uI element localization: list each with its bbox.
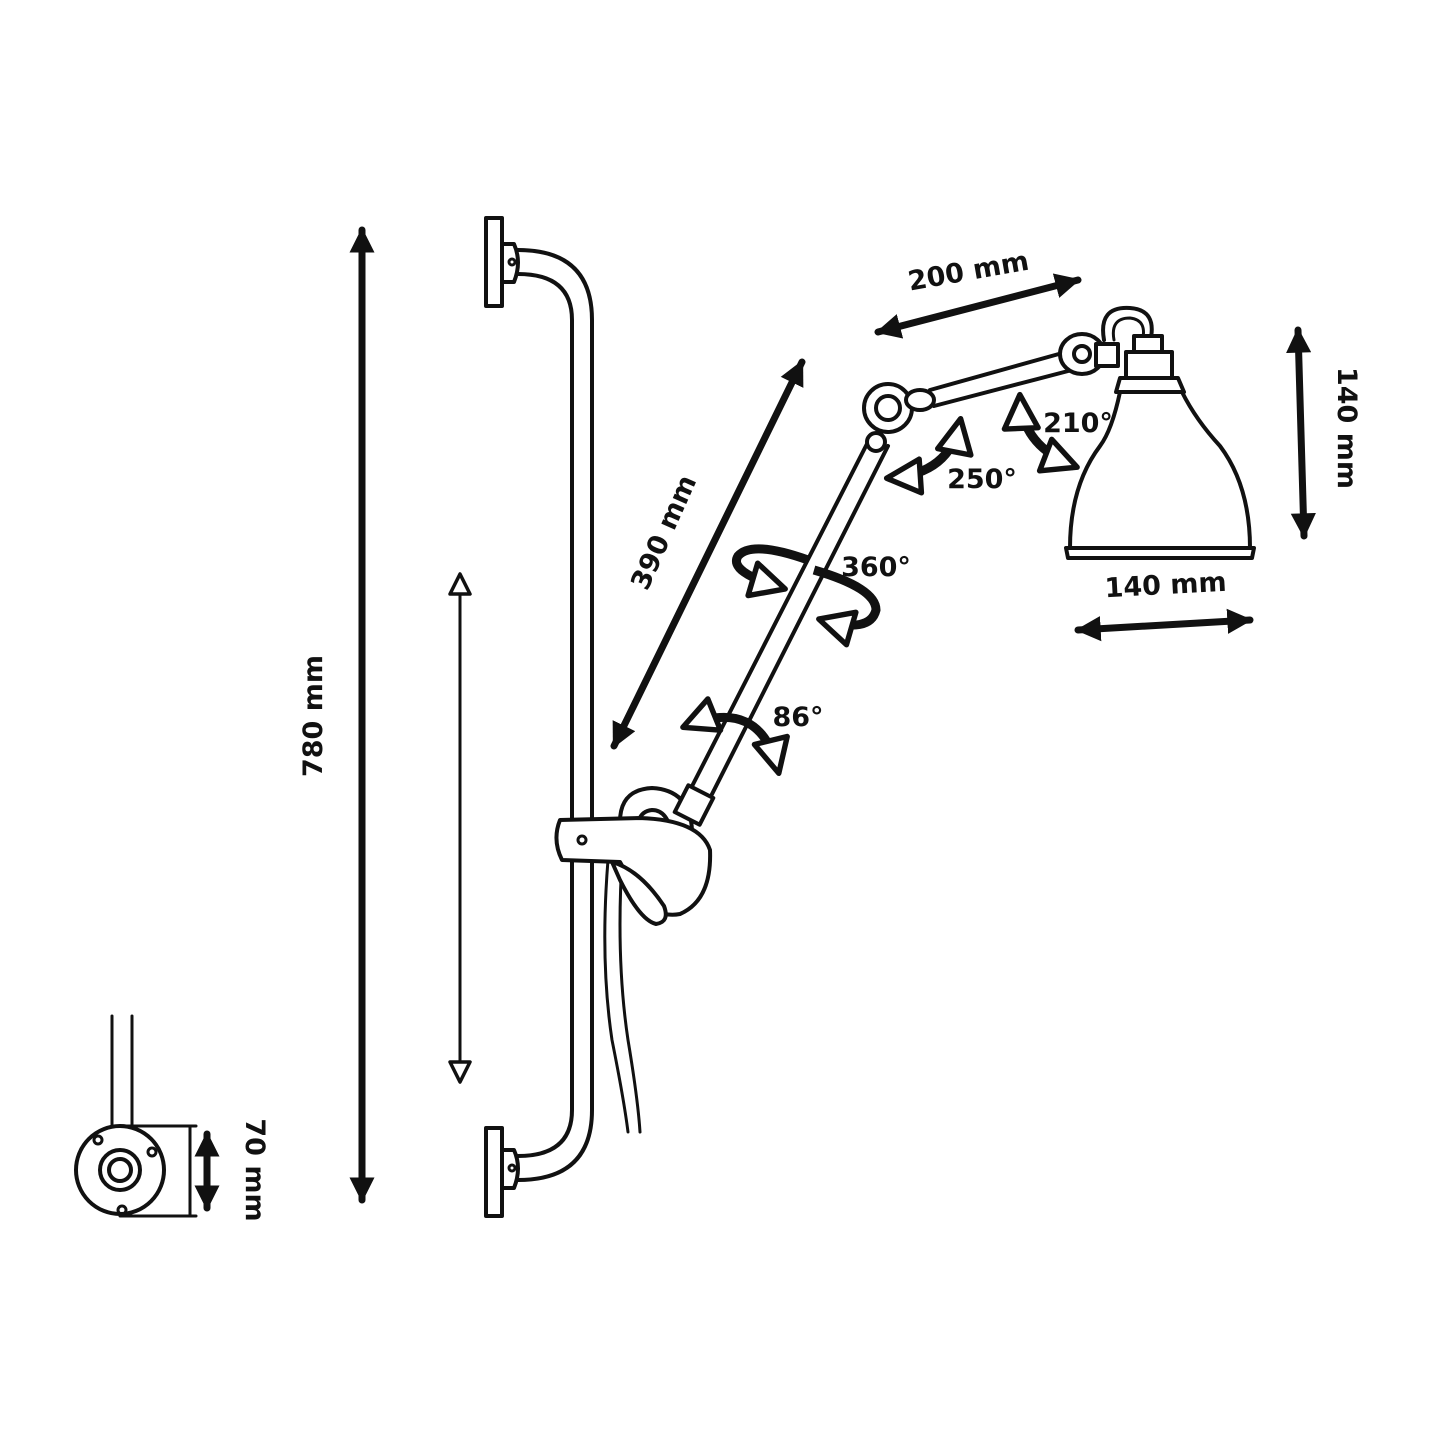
label-total-height: 780 mm — [298, 655, 329, 777]
label-main-arm: 390 mm — [625, 470, 703, 594]
head-joint-pin — [1072, 344, 1092, 364]
shade-hook — [1101, 305, 1154, 344]
shade-socket-rim — [1114, 376, 1186, 394]
slide-range-arrow-bottom — [448, 1060, 472, 1084]
lamp-shade-icon — [1064, 305, 1256, 560]
label-rot-elbow: 250° — [947, 464, 1017, 495]
elbow-upper-knob — [904, 388, 936, 412]
rotation-arrow-icon — [812, 565, 881, 648]
double-arrow-icon — [1074, 608, 1254, 642]
dimension-arrows — [194, 226, 1316, 1212]
plate-screw-3 — [116, 1204, 128, 1216]
label-shade-width: 140 mm — [1104, 567, 1227, 604]
power-cord — [603, 858, 642, 1134]
rotation-arrow-icon — [680, 696, 790, 776]
dimension-labels: 200 mm 140 mm 140 mm 390 mm 780 mm 70 mm… — [239, 246, 1362, 1222]
elbow-joint — [862, 382, 936, 453]
label-rot-shade: 210° — [1043, 408, 1113, 439]
upper-arm-edge-2 — [932, 368, 1074, 408]
plate-screw-1 — [92, 1134, 104, 1146]
head-joint — [1058, 332, 1120, 376]
clamp-lever — [610, 860, 668, 926]
upper-arm — [928, 350, 1074, 408]
label-rot-arm: 360° — [841, 552, 911, 583]
elbow-disc-inner — [874, 394, 902, 422]
arm-collar — [672, 783, 716, 827]
double-arrow-icon — [874, 273, 1082, 339]
wall-plate-icon — [74, 1014, 198, 1218]
bottom-mount-screw — [507, 1163, 517, 1173]
rotation-arrows — [680, 391, 1080, 776]
clamp-pin — [576, 834, 588, 846]
main-arm-edge-1 — [684, 436, 872, 800]
label-arm-length: 200 mm — [906, 246, 1032, 298]
label-base-height: 70 mm — [239, 1118, 270, 1221]
rail-tube-outer — [516, 248, 594, 1182]
rail-tube-inner — [516, 272, 574, 1158]
rail-clamp — [554, 786, 713, 926]
shade-rim — [1064, 546, 1256, 560]
plate-screw-2 — [146, 1146, 158, 1158]
top-mount-plate — [484, 216, 504, 308]
rotation-arrow-icon — [732, 544, 810, 599]
rotation-arrow-icon — [883, 415, 974, 496]
plate-boss-inner — [107, 1157, 133, 1183]
rotation-arrow-icon — [1001, 391, 1080, 474]
slide-range-arrow-top — [448, 572, 472, 596]
shade-socket — [1124, 350, 1174, 380]
elbow-lower-knob — [865, 431, 887, 453]
bottom-mount-plate — [484, 1126, 504, 1218]
double-arrow-icon — [610, 358, 806, 750]
head-joint-bracket — [1094, 342, 1120, 368]
shade-hook-inner — [1111, 316, 1145, 344]
wall-rail — [484, 216, 594, 1218]
upper-arm-edge-1 — [928, 350, 1068, 392]
label-rot-shoulder: 86° — [772, 702, 823, 733]
double-arrow-icon — [1286, 326, 1316, 540]
label-shade-height: 140 mm — [1331, 367, 1362, 489]
clamp-body — [554, 816, 713, 917]
top-mount-screw — [507, 257, 517, 267]
